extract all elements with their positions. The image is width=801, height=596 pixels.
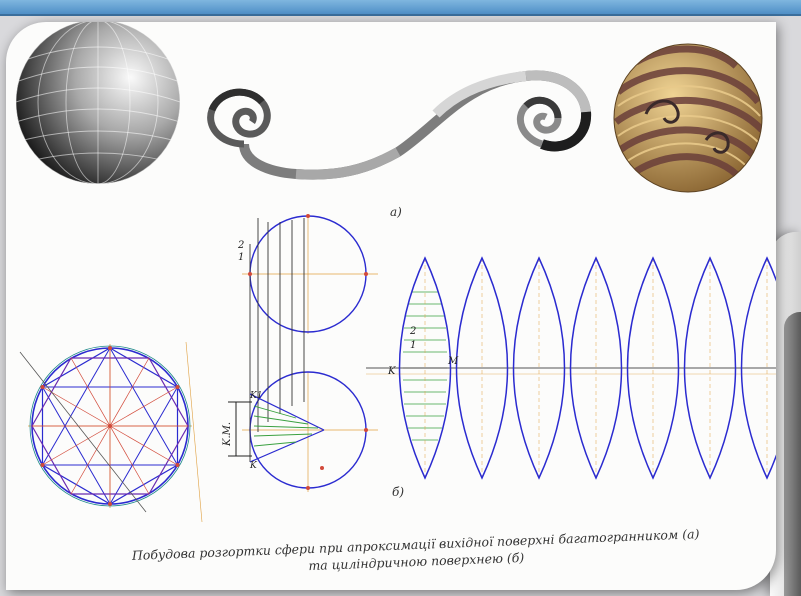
mark-1-left: 1 xyxy=(238,252,244,263)
mark-m-gore: M xyxy=(447,356,459,367)
mark-k1: K1 xyxy=(249,391,262,401)
part-a-label: a) xyxy=(390,205,402,219)
mark-2-gore: 2 xyxy=(409,326,416,337)
slide-card: a) xyxy=(6,22,776,590)
spiral-sphere-icon xyxy=(613,43,763,193)
part-b-label: б) xyxy=(392,485,404,499)
mark-2-left: 2 xyxy=(237,240,244,251)
spiral-strip-icon xyxy=(207,70,592,180)
mark-k: K xyxy=(249,461,258,471)
construction-drawing: a) xyxy=(16,22,776,523)
mark-km: K.M. xyxy=(222,422,233,447)
next-slide-inner xyxy=(784,312,801,596)
cylinder-construction xyxy=(228,214,378,492)
faceted-sphere-icon xyxy=(16,22,180,184)
mark-k-gore: K xyxy=(387,366,396,377)
top-bar xyxy=(0,0,801,16)
sphere-gores xyxy=(366,256,776,480)
polygon-construction xyxy=(19,341,203,523)
mark-1-gore: 1 xyxy=(410,340,416,351)
